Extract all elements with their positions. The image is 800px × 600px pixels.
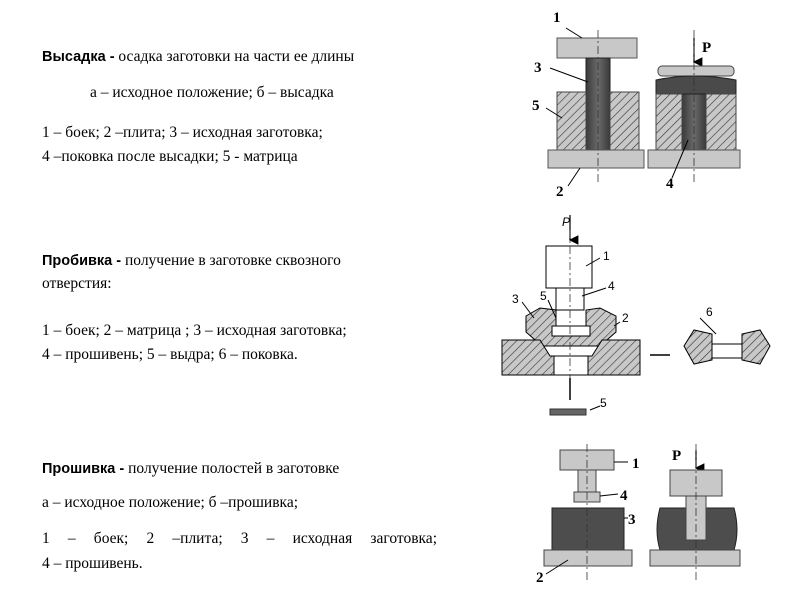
- punching-label-2: 2: [536, 570, 544, 586]
- upsetting-label-3: 3: [534, 60, 542, 76]
- punching-diagram-b: [649, 444, 741, 580]
- punching-legend-1: 1 – боек; 2 –плита; 3 – исходная заготов…: [42, 530, 437, 547]
- upsetting-diagram-a: [545, 27, 645, 187]
- punching-legend-2: 4 – прошивень.: [42, 555, 143, 572]
- piercing-force-label: P: [562, 215, 570, 229]
- upsetting-legend-2: 4 –поковка после высадки; 5 - матрица: [42, 148, 298, 165]
- punch-head: [545, 245, 593, 289]
- piercing-diagram: [501, 215, 771, 416]
- upsetting-label-5: 5: [532, 98, 540, 114]
- upsetting-definition: Высадка - осадка заготовки на части ее д…: [42, 48, 355, 65]
- upsetting-label-2: 2: [556, 184, 564, 200]
- punching-term: Прошивка -: [42, 461, 125, 477]
- die-top: [556, 37, 638, 59]
- punching-force-label: P: [672, 448, 681, 464]
- piercing-term: Пробивка -: [42, 253, 122, 269]
- piercing-label-4: 4: [608, 279, 615, 293]
- punching-label-4: 4: [620, 488, 628, 504]
- die-top-b: [657, 65, 735, 77]
- punching-forging-b: [656, 507, 738, 551]
- upsetting-force-label: P: [702, 40, 711, 56]
- punching-plate: [543, 549, 633, 567]
- punching-states: а – исходное положение; б –прошивка;: [42, 494, 298, 511]
- matrix-right-b: [705, 93, 737, 151]
- punching-workpiece: [551, 507, 625, 551]
- piercing-legend-1: 1 – боек; 2 – матрица ; 3 – исходная заг…: [42, 322, 347, 339]
- upsetting-diagram-b: [647, 30, 741, 185]
- piercing-legend-2: 4 – прошивень; 5 – выдра; 6 – поковка.: [42, 346, 298, 363]
- matrix-left-b: [655, 93, 683, 151]
- plate: [547, 149, 645, 169]
- matrix-right: [609, 91, 640, 151]
- punching-diagram-a: [543, 444, 633, 580]
- punching-plate-b: [649, 549, 741, 567]
- workpiece: [585, 57, 611, 151]
- punching-label-3: 3: [628, 512, 636, 528]
- piercing-label-6: 6: [706, 305, 713, 319]
- piercing-label-1: 1: [603, 249, 610, 263]
- piercing-definition-2: отверстия:: [42, 275, 112, 292]
- upsetting-label-4: 4: [666, 176, 674, 192]
- punching-label-1: 1: [632, 456, 640, 472]
- upset-head: [655, 75, 737, 95]
- piercing-label-5-slug: 5: [600, 396, 607, 410]
- upsetting-term: Высадка -: [42, 49, 115, 65]
- piercing-definition: Пробивка - получение в заготовке сквозно…: [42, 252, 341, 269]
- upsetting-label-1: 1: [553, 10, 561, 26]
- punching-definition: Прошивка - получение полостей в заготовк…: [42, 460, 340, 477]
- matrix-left: [556, 91, 587, 151]
- upsetting-legend-1: 1 – боек; 2 –плита; 3 – исходная заготов…: [42, 124, 323, 141]
- punching-piercer-b: [685, 495, 707, 541]
- piercing-label-5: 5: [540, 289, 547, 303]
- piercing-label-3: 3: [512, 292, 519, 306]
- slug: [549, 408, 587, 416]
- piercing-label-2: 2: [622, 311, 629, 325]
- upsetting-states: а – исходное положение; б – высадка: [90, 84, 334, 101]
